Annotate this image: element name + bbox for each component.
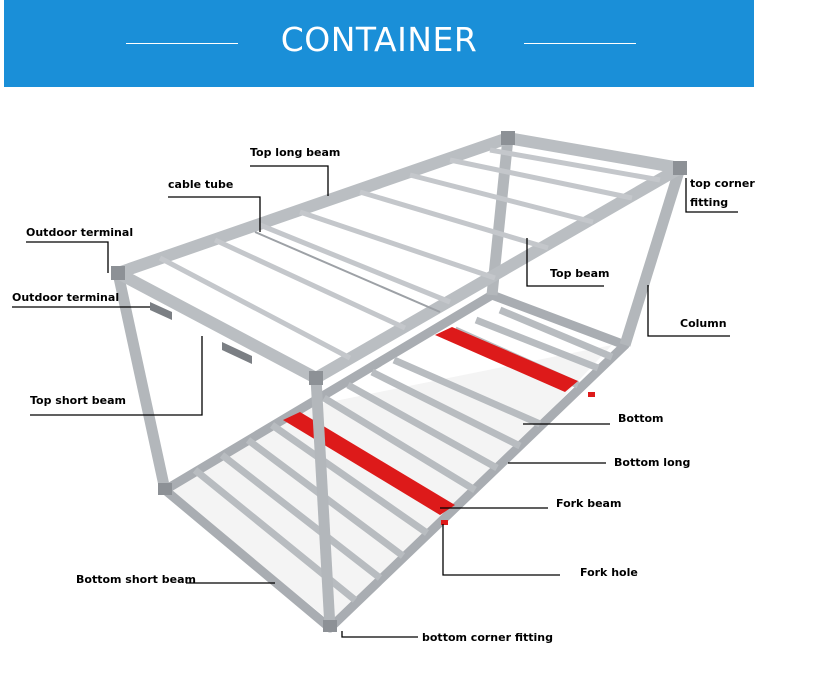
label-top-corner-fitting-2: fitting [690,196,728,209]
label-bottom: Bottom [618,412,663,425]
label-fork-beam: Fork beam [556,497,621,510]
label-top-short-beam: Top short beam [30,394,126,407]
leader-bottom-corner-fitting [342,631,418,637]
label-cable-tube: cable tube [168,178,233,191]
label-bottom-corner-fitting: bottom corner fitting [422,631,553,644]
label-bottom-short-beam: Bottom short beam [76,573,196,586]
label-top-corner-fitting-1: top corner [690,177,755,190]
leader-outdoor-terminal-1 [26,242,108,273]
leader-fork-hole [443,524,560,575]
label-outdoor-terminal-1: Outdoor terminal [26,226,133,239]
label-outdoor-terminal-2: Outdoor terminal [12,291,119,304]
label-top-beam: Top beam [550,267,610,280]
label-top-long-beam: Top long beam [250,146,340,159]
label-column: Column [680,317,727,330]
label-fork-hole: Fork hole [580,566,638,579]
leader-top-long-beam [250,166,328,196]
label-bottom-long: Bottom long [614,456,690,469]
